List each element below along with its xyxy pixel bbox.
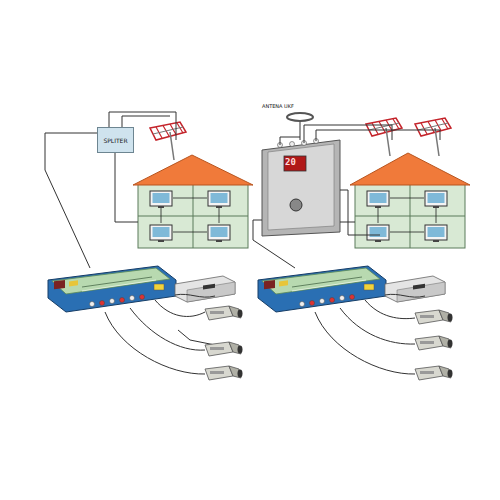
- antenna-amplifier: [262, 139, 340, 237]
- node-text: SPLITER: [103, 137, 127, 144]
- coax-cable: [253, 125, 440, 268]
- av-cable: [315, 294, 425, 374]
- display-reading: 20: [285, 157, 296, 167]
- antenna-label: ANTENA UKF: [262, 103, 294, 109]
- left-house: [133, 155, 253, 248]
- coax-cable: [45, 112, 215, 345]
- splitter-box: SPLITER: [97, 127, 134, 153]
- av-cable: [105, 294, 215, 374]
- right-house: [350, 153, 470, 248]
- ukf-loop-antenna: [287, 113, 313, 121]
